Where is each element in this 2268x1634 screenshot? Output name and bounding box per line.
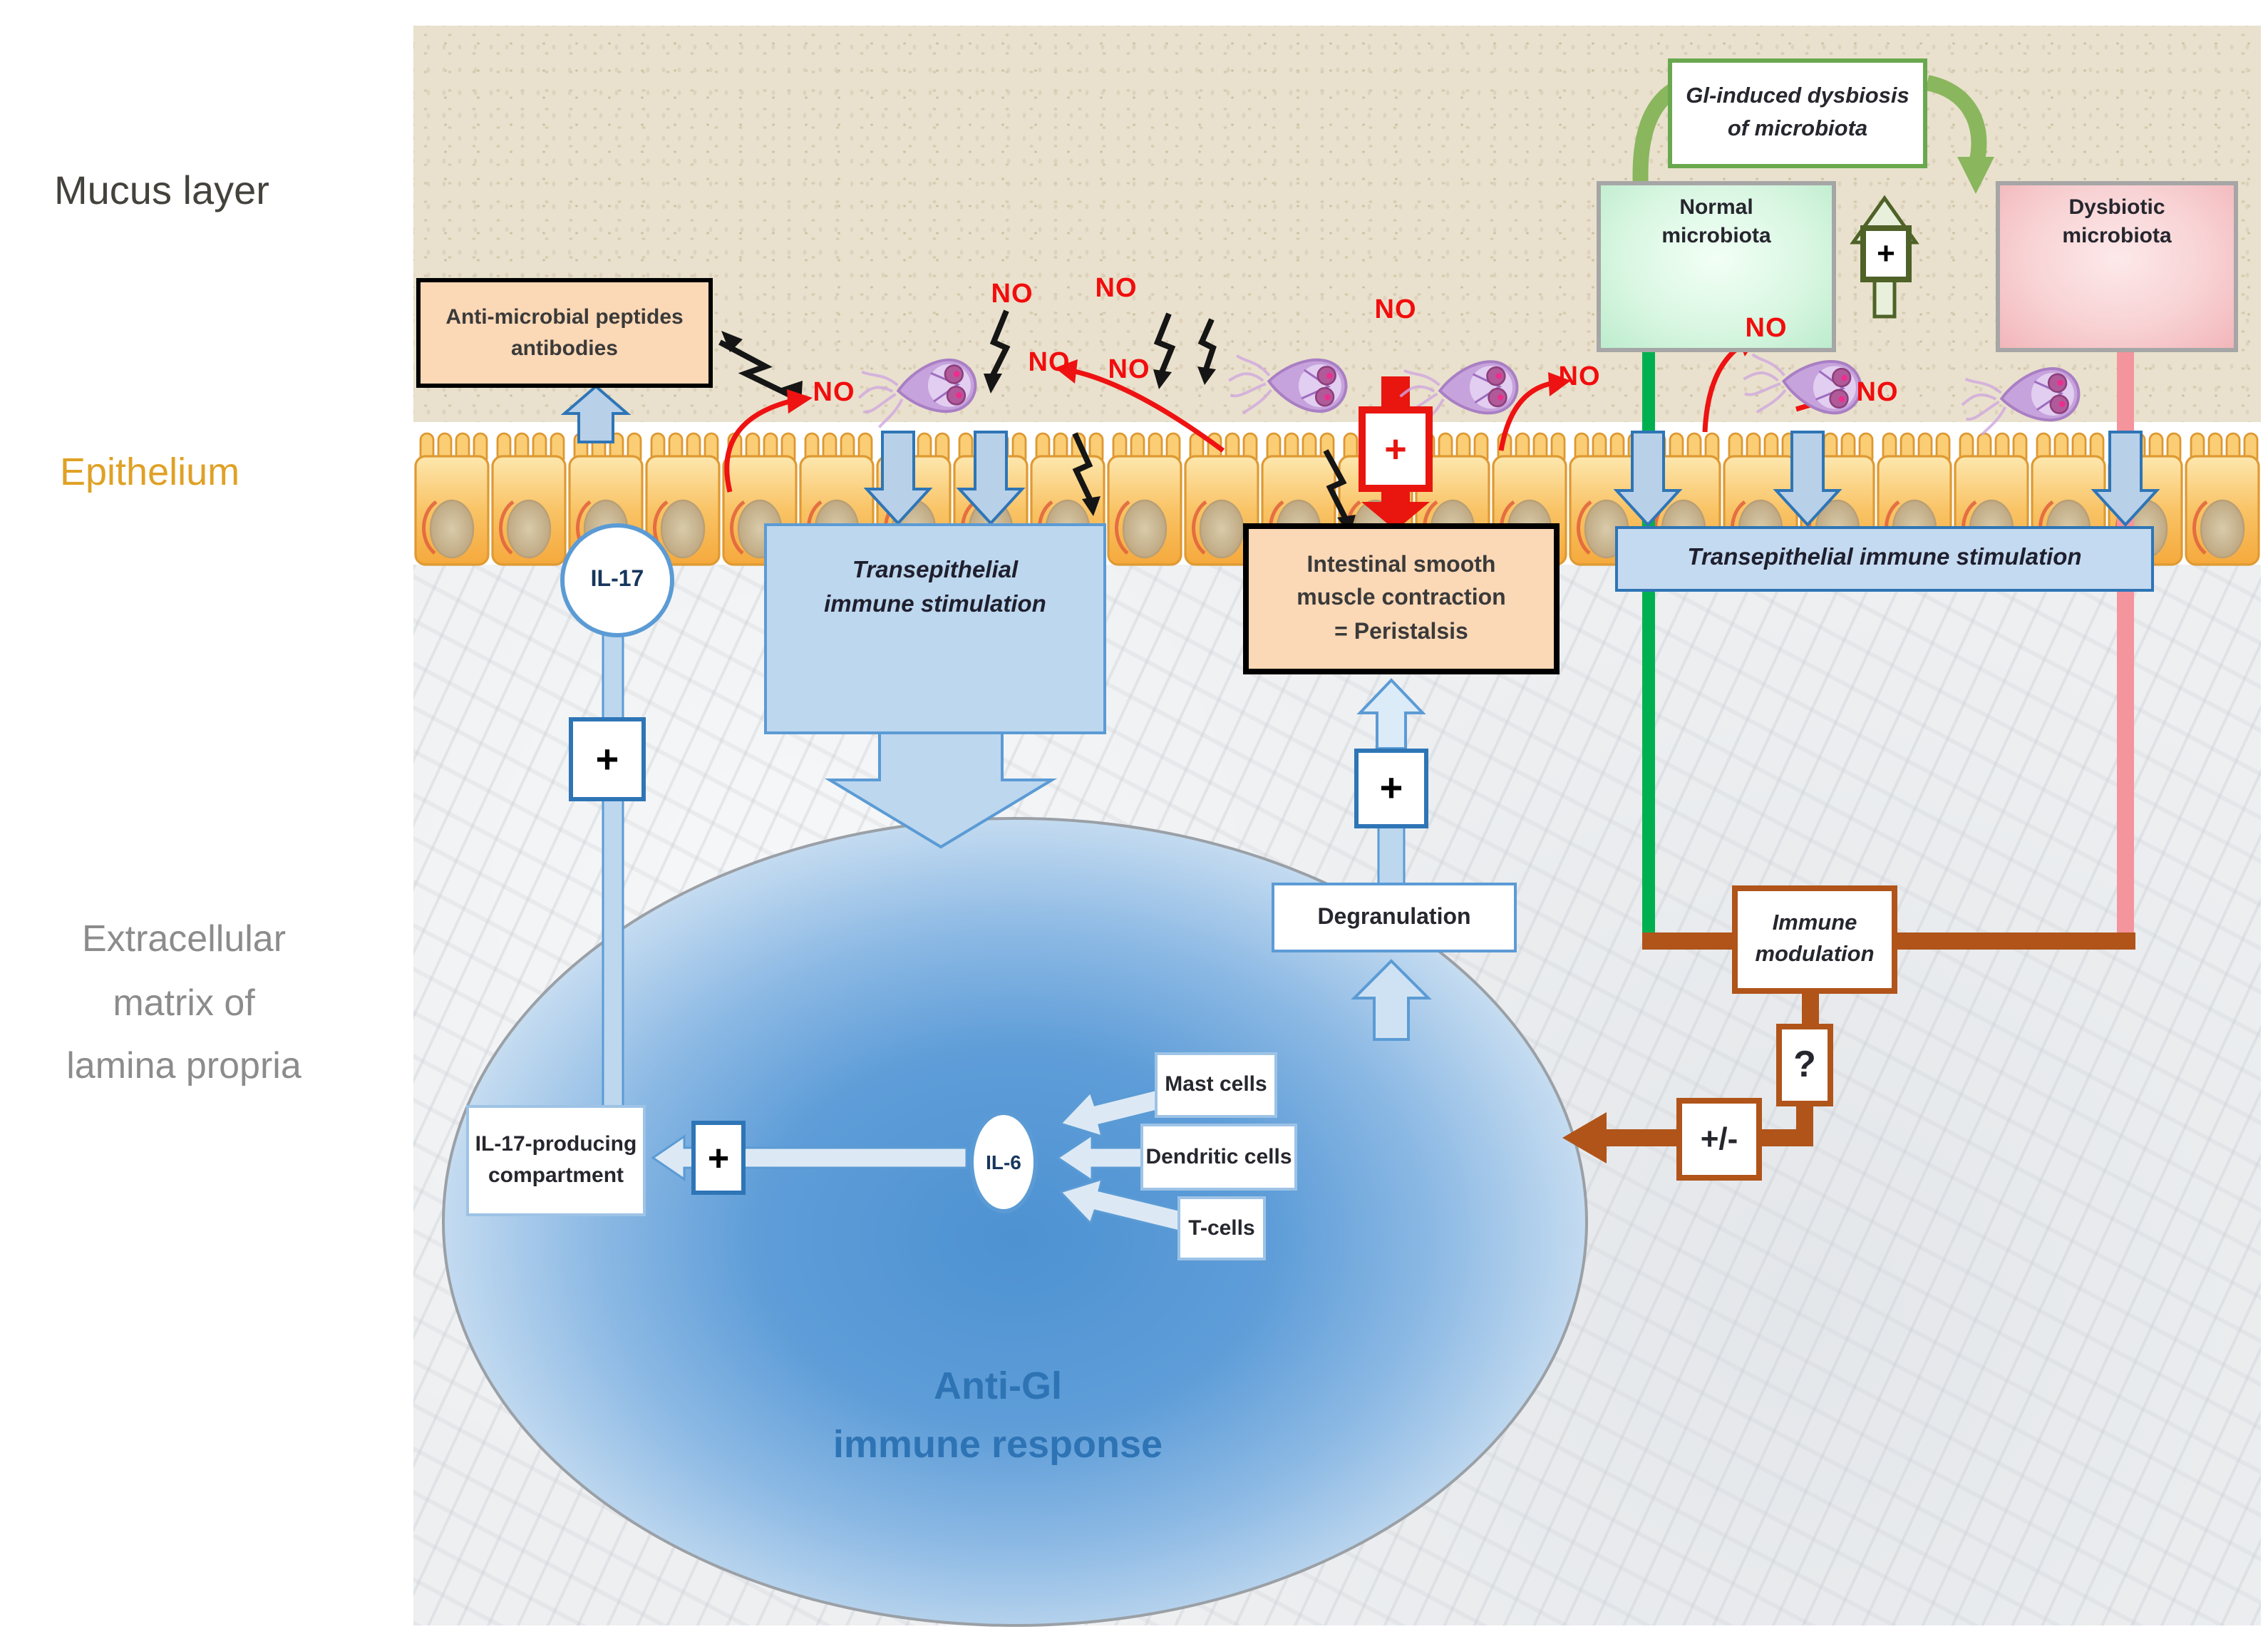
degranulation-box: Degranulation xyxy=(1272,883,1517,952)
brown-arrowhead-icon xyxy=(1562,1112,1607,1163)
mucus-layer-label: Mucus layer xyxy=(54,168,269,212)
ecm-label-line2: matrix of xyxy=(113,980,255,1024)
normal-line1: Normal xyxy=(1679,195,1753,220)
no-label: NO xyxy=(1745,314,1788,344)
epithelial-cell xyxy=(2185,432,2260,566)
giardia-icon xyxy=(854,356,981,431)
no-label: NO xyxy=(1108,355,1150,385)
plus-sign-red: + xyxy=(1359,406,1433,492)
lumen-gap-region xyxy=(413,422,2261,445)
plus-minus-sign-box: +/- xyxy=(1676,1098,1762,1181)
immune-modulation-box: Immune modulation xyxy=(1732,885,1897,994)
il6-to-il17-arrow xyxy=(651,1134,968,1181)
dysbiotic-microbiota-box: Dysbiotic microbiota xyxy=(1996,181,2238,352)
plus-sign-il17: + xyxy=(569,717,646,801)
degranulation-up-arrow-icon xyxy=(1356,678,1426,750)
plus-sign-green: + xyxy=(1860,225,1912,282)
ellipse-up-arrow-icon xyxy=(1351,959,1432,1041)
anti-gl-line1: Anti-Gl xyxy=(934,1365,1062,1407)
immune-mod-line2: modulation xyxy=(1755,942,1875,967)
antimicrobial-peptides-box: Anti-microbial peptides antibodies xyxy=(416,278,713,388)
peristalsis-box: Intestinal smooth muscle contraction = P… xyxy=(1243,523,1560,674)
epithelium-label: Epithelium xyxy=(60,451,240,493)
ecm-label-line1: Extracellular xyxy=(81,917,287,960)
no-label: NO xyxy=(1095,274,1138,304)
dysbiotic-line1: Dysbiotic xyxy=(2068,195,2165,220)
transepithelial-down-arrows xyxy=(863,431,2160,527)
epithelial-cell xyxy=(1184,432,1259,566)
transepithelial-stimulation-bar-right: Transepithelial immune stimulation xyxy=(1615,526,2154,592)
trans-left-line2: immune stimulation xyxy=(824,591,1046,617)
ecm-label: Extracellular matrix of lamina propria xyxy=(14,907,354,1098)
il17-channel xyxy=(602,623,624,1109)
degranulation-channel xyxy=(1377,826,1406,885)
no-label: NO xyxy=(1028,348,1071,378)
no-label: NO xyxy=(1374,295,1417,325)
antimicrobial-line2: antibodies xyxy=(510,336,618,360)
dysbiosis-line1: Gl-induced dysbiosis xyxy=(1686,84,1909,109)
t-cells-box: T-cells xyxy=(1177,1196,1266,1260)
epithelial-cell xyxy=(645,432,721,566)
plus-sign-il6: + xyxy=(691,1121,746,1195)
peristalsis-line1: Intestinal smooth xyxy=(1306,553,1496,578)
normal-line2: microbiota xyxy=(1661,224,1771,249)
ecm-label-line3: lamina propria xyxy=(66,1044,301,1087)
peristalsis-line3: = Peristalsis xyxy=(1334,620,1468,644)
il17-producing-compartment-box: IL-17-producing compartment xyxy=(466,1105,646,1216)
dysbiotic-line2: microbiota xyxy=(2062,224,2172,249)
anti-gl-immune-response-caption: Anti-Gl immune response xyxy=(641,1357,1354,1473)
no-label: NO xyxy=(1856,378,1899,408)
il17-comp-line1: IL-17-producing xyxy=(475,1132,637,1157)
no-label: NO xyxy=(991,279,1034,309)
antimicrobial-line1: Anti-microbial peptides xyxy=(445,304,684,329)
epithelial-cell xyxy=(1107,432,1182,566)
dendritic-cells-box: Dendritic cells xyxy=(1140,1124,1297,1191)
no-label: NO xyxy=(813,378,855,408)
epithelial-cell xyxy=(491,432,567,566)
giardia-icon xyxy=(1225,351,1350,424)
peristalsis-line2: muscle contraction xyxy=(1297,586,1506,611)
transepithelial-stimulation-box-left: Transepithelial immune stimulation xyxy=(764,523,1106,734)
plus-sign-degranulation: + xyxy=(1354,749,1428,828)
big-down-arrow-icon xyxy=(824,730,1058,849)
no-label: NO xyxy=(1558,362,1601,392)
il17-comp-line2: compartment xyxy=(488,1163,624,1188)
question-sign-box: ? xyxy=(1776,1024,1833,1106)
anti-gl-line2: immune response xyxy=(833,1422,1163,1465)
gl-induced-dysbiosis-box: Gl-induced dysbiosis of microbiota xyxy=(1668,58,1927,168)
giardia-icon xyxy=(1958,364,2083,438)
il17-node: IL-17 xyxy=(560,523,674,637)
epithelial-cell xyxy=(414,432,490,566)
immune-mod-line1: Immune xyxy=(1772,910,1857,935)
lightning-icons xyxy=(718,309,1356,535)
mast-cells-box: Mast cells xyxy=(1155,1052,1277,1118)
dysbiosis-line2: of microbiota xyxy=(1727,116,1868,140)
normal-microbiota-box: Normal microbiota xyxy=(1597,181,1836,352)
up-arrow-icon xyxy=(560,384,632,443)
il6-node: IL-6 xyxy=(969,1111,1038,1213)
trans-left-line1: Transepithelial xyxy=(852,557,1019,583)
